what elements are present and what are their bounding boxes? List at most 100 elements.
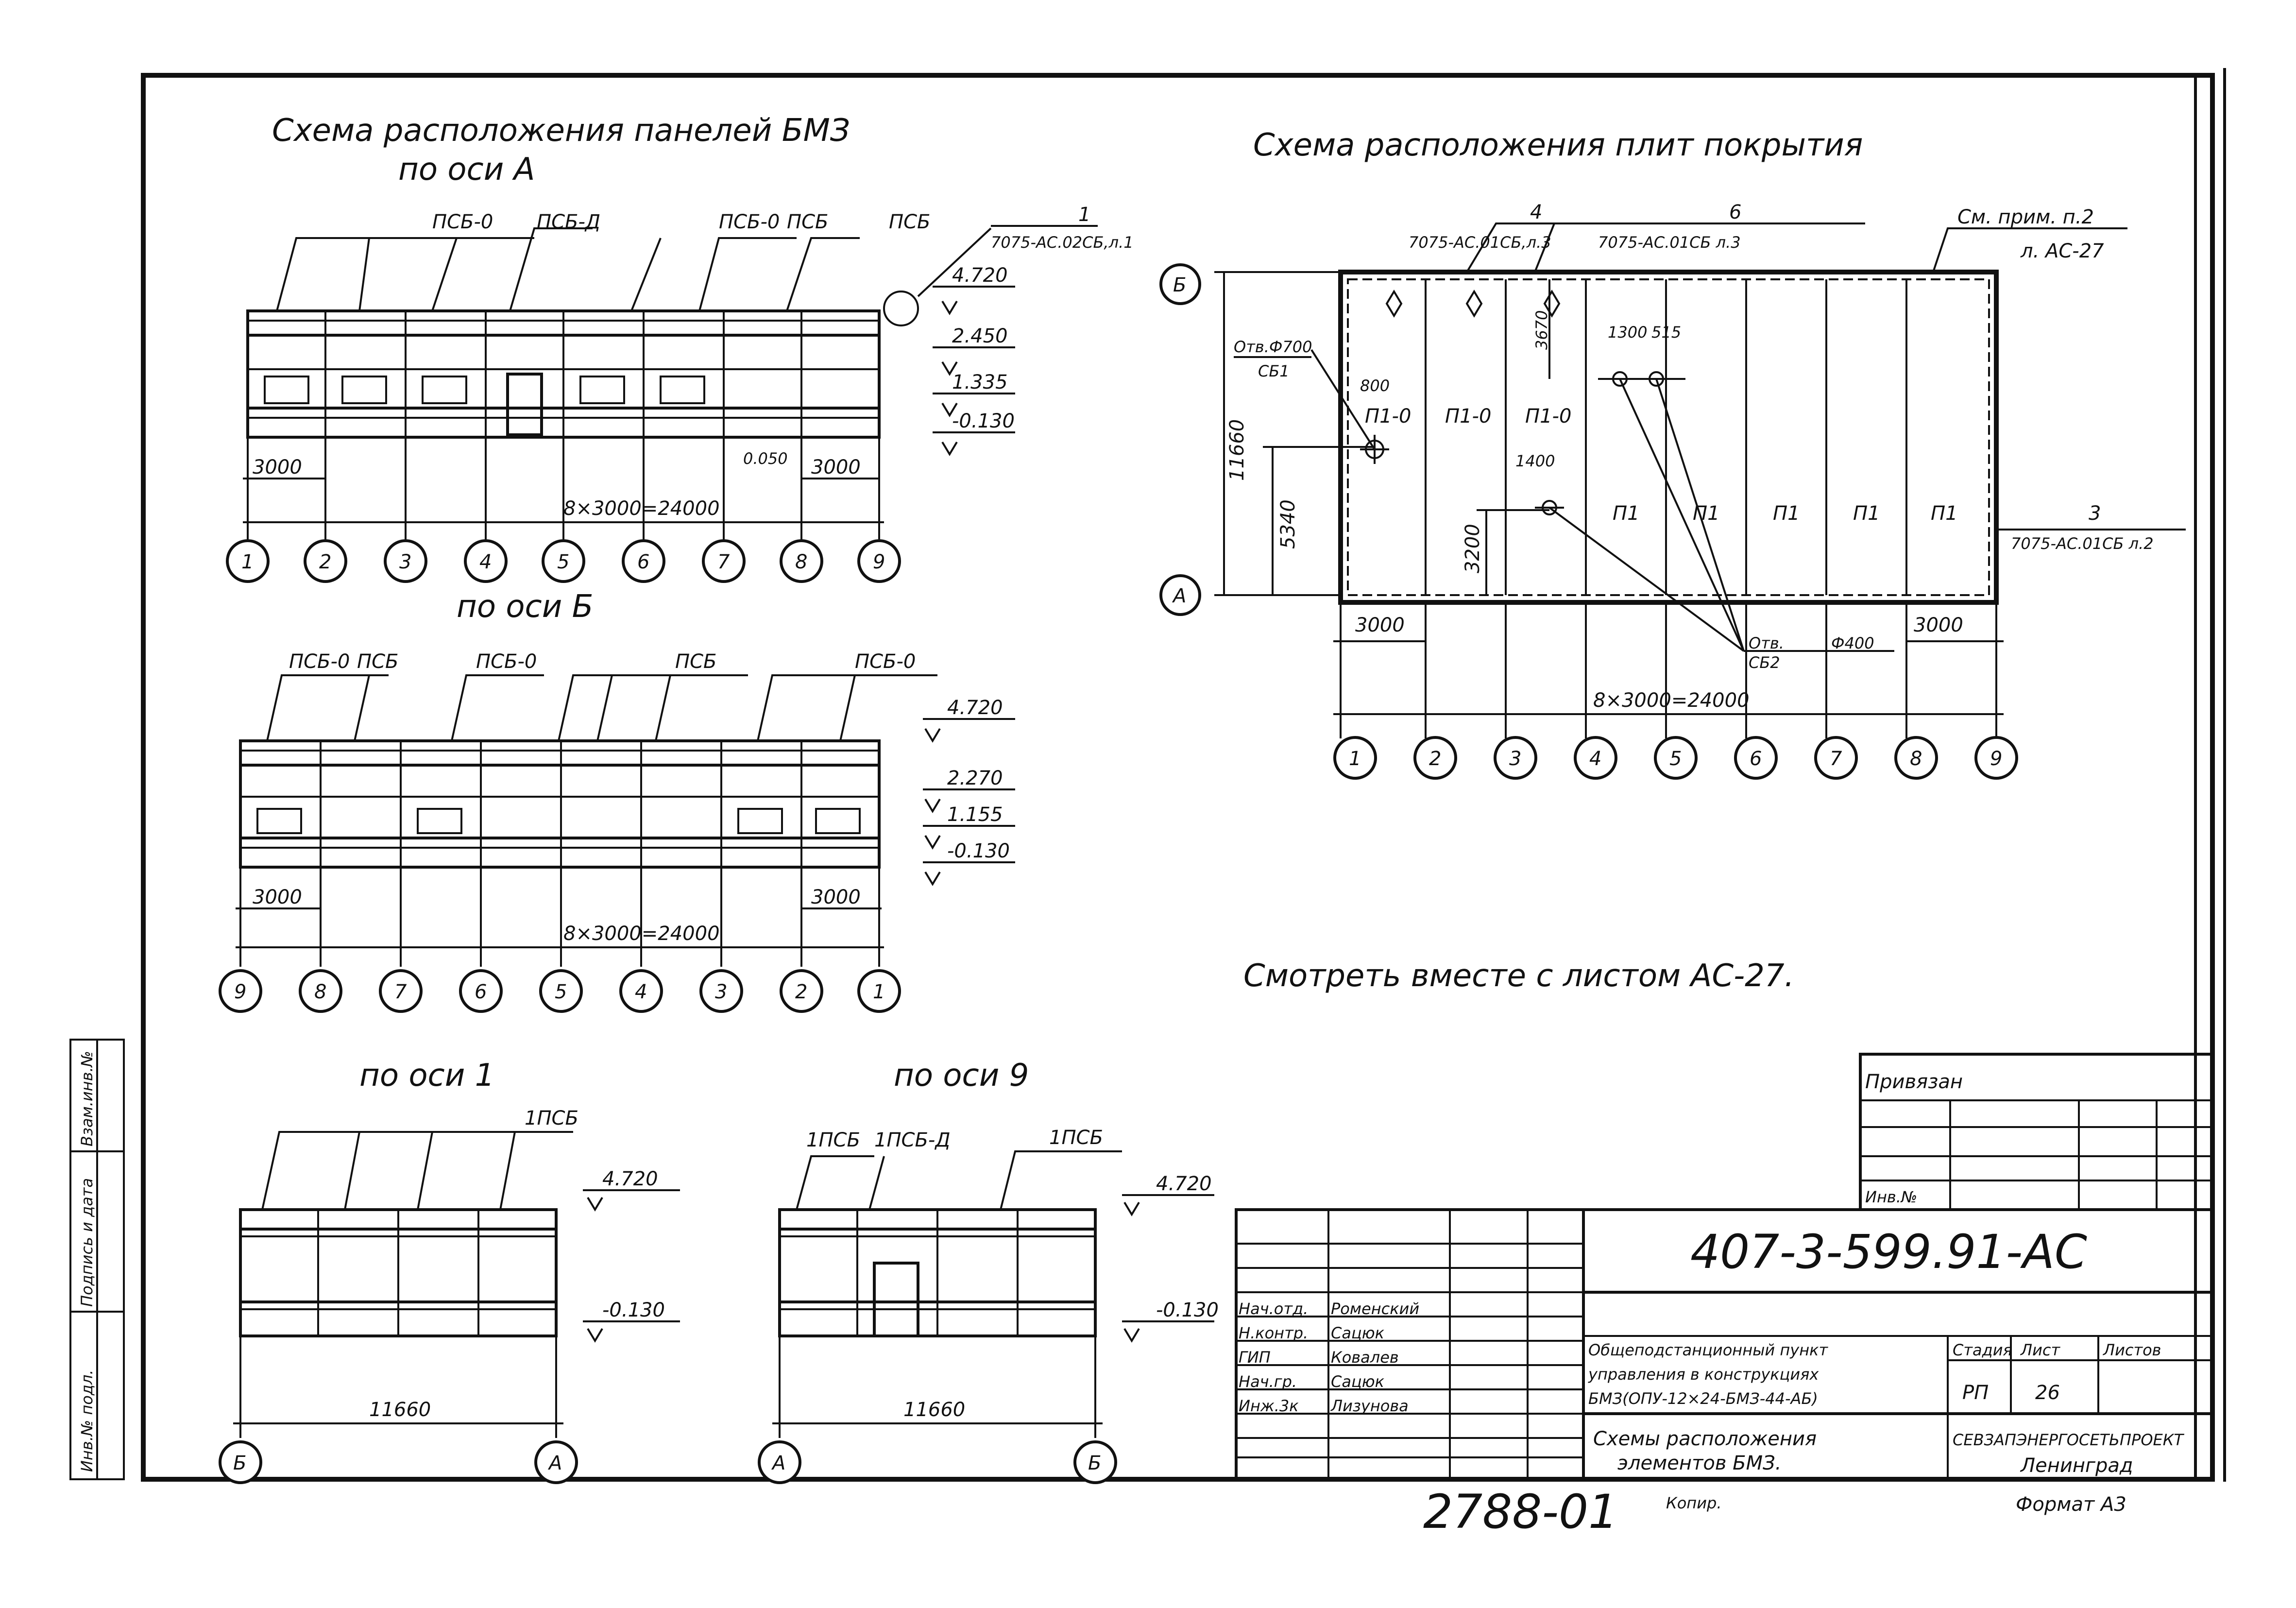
roof-span-right: 3000 <box>1914 614 1963 636</box>
label-a-psb-1: ПСБ <box>787 211 828 233</box>
side-stamp-sign: Подпись и дата <box>78 1178 96 1307</box>
roof-axis-8: 8 <box>1910 748 1922 770</box>
axis-a-7: 7 <box>717 551 730 573</box>
roof-ref3-doc: 7075-АС.01СБ л.2 <box>2011 534 2154 553</box>
project-2: управления в конструкциях <box>1588 1365 1819 1384</box>
roof-axis-3: 3 <box>1509 748 1521 770</box>
elevation-axis-1 <box>219 1131 680 1484</box>
level-b-3: -0.130 <box>947 840 1010 862</box>
total-a: 8×3000=24000 <box>563 497 720 520</box>
slab-p10-3: П1-0 <box>1525 405 1571 428</box>
axis-a-9: 9 <box>873 551 885 573</box>
axis1-right: А <box>547 1452 562 1474</box>
axis9-right: Б <box>1088 1452 1101 1474</box>
label-a-psbd: ПСБ-Д <box>537 211 600 233</box>
roof-axis-6: 6 <box>1750 748 1762 770</box>
stamp-format: Формат А3 <box>2016 1493 2126 1516</box>
level-a-3: -0.130 <box>952 410 1015 432</box>
span-axis9: 11660 <box>903 1399 965 1421</box>
axis-a-8: 8 <box>795 551 807 573</box>
dims-axis-a <box>243 437 884 539</box>
title-axis1: по оси 1 <box>359 1058 494 1094</box>
axis-b-5: 4 <box>635 981 647 1003</box>
span-b-left: 3000 <box>253 886 302 908</box>
stamp-org: СЕВЗАПЭНЕРГОСЕТЬПРОЕКТ <box>1953 1431 2184 1449</box>
stamp-archive: 2788-01 <box>1423 1485 1618 1539</box>
label-a-psb0-2: ПСБ-0 <box>719 211 780 233</box>
stamp-linked: Привязан <box>1865 1071 1963 1093</box>
label-axis9-1: 1ПСБ-Д <box>874 1129 951 1151</box>
see-with-note: Смотреть вместе с листом АС-27. <box>1243 958 1794 994</box>
level-9-0: 4.720 <box>1156 1173 1212 1195</box>
axis-a-5: 5 <box>557 551 569 573</box>
hole2-b: СБ2 <box>1749 653 1780 672</box>
axis-b-6: 3 <box>715 981 727 1003</box>
level-1-1: -0.130 <box>602 1299 665 1321</box>
axis-b-4: 5 <box>555 981 567 1003</box>
axis9-left: А <box>771 1452 785 1474</box>
slab-p1-3: П1 <box>1773 502 1800 525</box>
level-b-0: 4.720 <box>947 697 1003 719</box>
span-b-right: 3000 <box>811 886 861 908</box>
axis-b-3: 6 <box>475 981 487 1003</box>
label-b-2: ПСБ-0 <box>476 650 537 673</box>
sheet-title-1: Схемы расположения <box>1593 1428 1817 1450</box>
span-axis1: 11660 <box>369 1399 431 1421</box>
role-0: Нач.отд. <box>1239 1300 1308 1318</box>
label-a-psb-2: ПСБ <box>889 211 930 233</box>
offset-a: 0.050 <box>743 449 788 468</box>
roof-axis-4: 4 <box>1589 748 1601 770</box>
hole1-a: Отв.Ф700 <box>1234 338 1312 356</box>
hole2-a: Отв. <box>1749 634 1784 652</box>
stamp-inv: Инв.№ <box>1865 1188 1917 1206</box>
axis-b-0: 9 <box>234 981 246 1003</box>
roof-ref4-num: 4 <box>1530 201 1542 223</box>
label-b-3: ПСБ <box>675 650 716 673</box>
roof-span-left: 3000 <box>1355 614 1405 636</box>
level-b-1: 2.270 <box>947 767 1003 789</box>
name-4: Лизунова <box>1330 1397 1409 1415</box>
roof-axis-9: 9 <box>1990 748 2002 770</box>
sheet-header: Лист <box>2020 1341 2060 1359</box>
label-b-1: ПСБ <box>357 650 398 673</box>
title-block <box>1235 1053 2214 1481</box>
title-roof: Схема расположения плит покрытия <box>1253 127 1863 163</box>
axis-b-1: 8 <box>314 981 326 1003</box>
project-1: Общеподстанционный пункт <box>1588 1341 1828 1359</box>
side-stamp-inv: Инв.№ подл. <box>78 1369 96 1472</box>
project-3: БМЗ(ОПУ-12×24-БМЗ-44-АБ) <box>1588 1389 1818 1408</box>
slab-p1-1: П1 <box>1613 502 1640 525</box>
axis-b-2: 7 <box>394 981 407 1003</box>
level-9-1: -0.130 <box>1156 1299 1219 1321</box>
title-panels-a-line2: по оси А <box>398 152 535 188</box>
levels-axis-a <box>933 286 1015 456</box>
roof-axis-7: 7 <box>1830 748 1842 770</box>
roof-ref6-doc: 7075-АС.01СБ л.3 <box>1598 233 1741 252</box>
axis-markers-b <box>219 969 901 1013</box>
axis1-left: Б <box>233 1452 246 1474</box>
label-axis1-psb: 1ПСБ <box>525 1107 578 1129</box>
stamp-copied: Копир. <box>1666 1494 1722 1512</box>
name-3: Сацюк <box>1331 1372 1385 1391</box>
sheet-value: 26 <box>2035 1382 2060 1404</box>
hole1-b: СБ1 <box>1258 362 1290 380</box>
axis-markers-a <box>226 539 901 583</box>
label-axis9-0: 1ПСБ <box>806 1129 860 1151</box>
dim-1300: 1300 <box>1608 323 1647 342</box>
title-panels-a-line1: Схема расположения панелей БМЗ <box>272 113 850 149</box>
axis-b-8: 1 <box>873 981 885 1003</box>
side-stamp: Инв.№ подл. Подпись и дата Взам.инв.№ <box>69 1039 125 1480</box>
axis-a-1: 1 <box>241 551 254 573</box>
axis-a-6: 6 <box>637 551 649 573</box>
label-b-0: ПСБ-0 <box>289 650 350 673</box>
stage-value: РП <box>1962 1382 1989 1404</box>
ref-a-doc: 7075-АС.02СБ,л.1 <box>991 233 1134 252</box>
stamp-code: 407-3-599.91-АС <box>1690 1225 2087 1279</box>
slab-p1-4: П1 <box>1853 502 1880 525</box>
roof-axis-5: 5 <box>1669 748 1682 770</box>
roof-ref3-num: 3 <box>2089 502 2101 525</box>
level-a-2: 1.335 <box>952 371 1008 393</box>
dim-5340: 5340 <box>1277 499 1299 549</box>
roof-note-2: л. АС-27 <box>2020 240 2104 262</box>
